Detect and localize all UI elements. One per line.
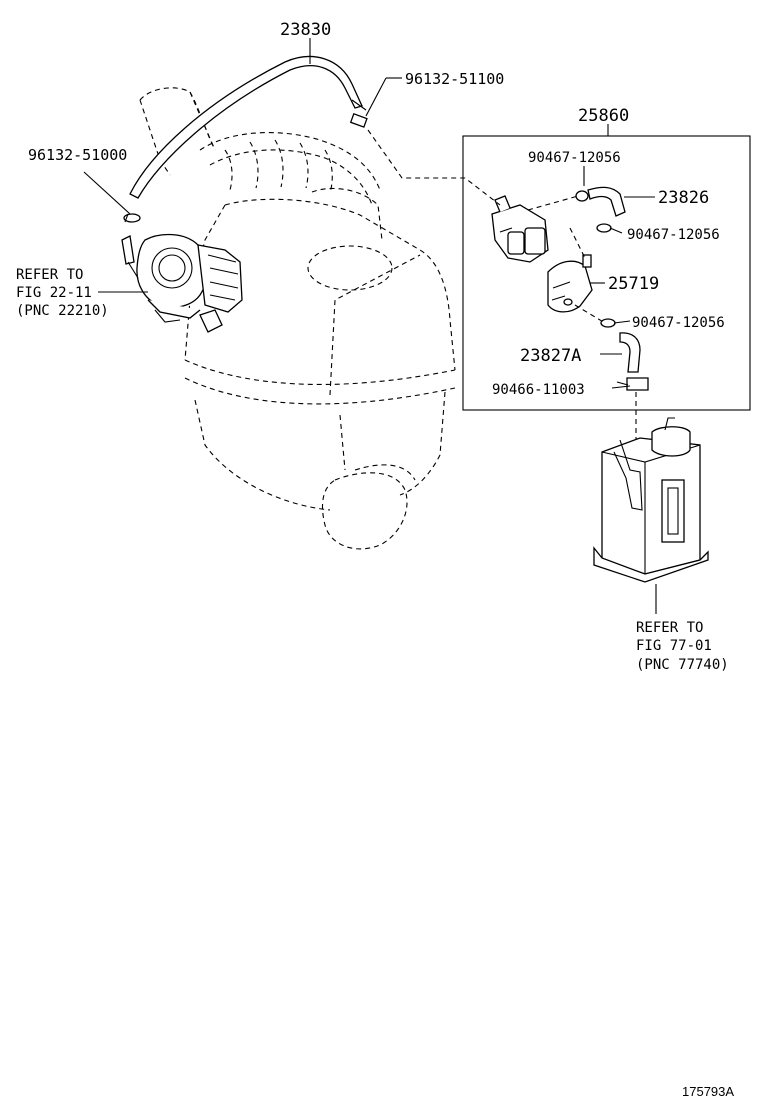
label-90467-12056-mid: 90467-12056 <box>627 227 720 243</box>
refer-left-line1: REFER TO <box>16 267 83 283</box>
throttle-body <box>121 233 243 333</box>
figure-id: 175793A <box>682 1084 734 1099</box>
label-90467-12056-top: 90467-12056 <box>528 150 621 166</box>
filter-25719 <box>547 254 593 313</box>
refer-right-line2: FIG 77-01 <box>636 638 712 654</box>
label-23826: 23826 <box>658 188 709 208</box>
charcoal-canister <box>593 417 709 583</box>
leader-lines <box>83 38 657 614</box>
vsv-valve <box>491 195 549 263</box>
vsv-assembly-box <box>462 135 751 440</box>
refer-right-line3: (PNC 77740) <box>636 657 729 673</box>
label-96132-51100: 96132-51100 <box>405 70 504 88</box>
label-25860: 25860 <box>578 106 629 126</box>
label-23830: 23830 <box>280 20 331 40</box>
refer-left-line3: (PNC 22210) <box>16 303 109 319</box>
refer-left-line2: FIG 22-11 <box>16 285 92 301</box>
hose-23830 <box>129 55 368 199</box>
label-90466-11003: 90466-11003 <box>492 382 585 398</box>
assembly-frame <box>462 135 751 411</box>
hose-23826 <box>575 186 626 233</box>
clamp-96132-51000 <box>123 213 141 223</box>
labels: 23830 96132-51100 96132-51000 25860 9046… <box>16 20 734 1099</box>
air-cleaner-assembly <box>139 87 456 550</box>
label-25719: 25719 <box>608 274 659 294</box>
label-23827a: 23827A <box>520 346 581 366</box>
label-90467-12056-low: 90467-12056 <box>632 315 725 331</box>
label-96132-51000: 96132-51000 <box>28 146 127 164</box>
refer-right-line1: REFER TO <box>636 620 703 636</box>
vacuum-line-dashed <box>367 129 501 206</box>
